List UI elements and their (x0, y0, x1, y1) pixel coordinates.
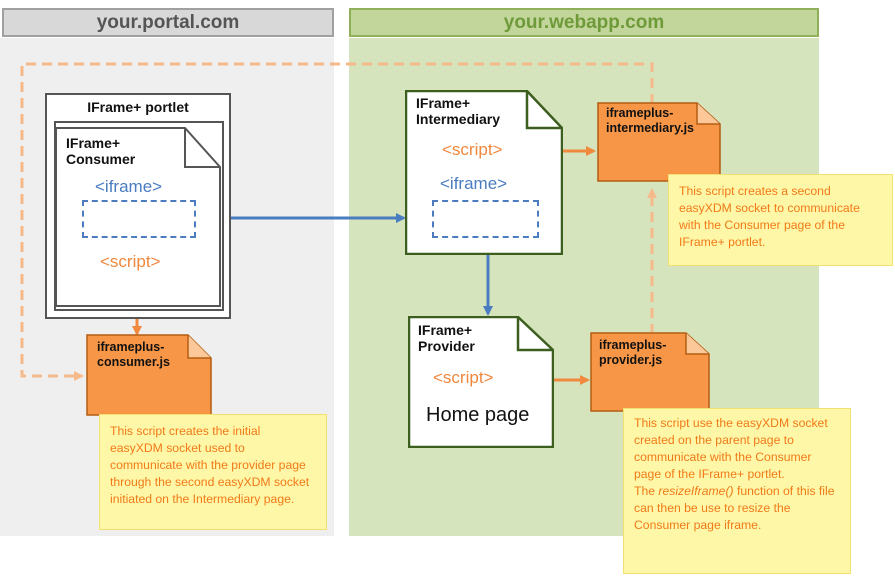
intermediary-iframe-tag: <iframe> (440, 174, 508, 193)
intermediary-script-tag: <script> (442, 140, 503, 159)
consumer-js-shape (86, 334, 212, 416)
intermediary-js-label: iframeplus- intermediary.js (606, 106, 695, 135)
consumer-doc-shape (55, 127, 221, 307)
intermediary-note: This script creates a second easyXDM soc… (668, 174, 893, 266)
intermediary-js-shape (597, 102, 721, 182)
provider-home-label: Home page (426, 404, 530, 426)
intermediary-doc-shape (405, 90, 563, 255)
resize-iframe-fn: resizeIframe() (658, 484, 734, 498)
provider-doc-shape (408, 316, 554, 448)
portal-title: your.portal.com (96, 12, 240, 33)
dashed-loop-connector (20, 62, 654, 381)
webapp-header: your.webapp.com (349, 8, 819, 37)
intermediary-iframe-placeholder (432, 200, 539, 238)
consumer-iframe-tag: <iframe> (95, 177, 163, 196)
portlet-title: IFrame+ portlet (87, 99, 189, 115)
provider-js-shape (590, 332, 710, 412)
consumer-script-tag: <script> (100, 252, 161, 271)
consumer-note: This script creates the initial easyXDM … (99, 414, 327, 530)
provider-title: IFrame+ Provider (418, 322, 475, 354)
webapp-title: your.webapp.com (503, 12, 665, 33)
intermediary-title: IFrame+ Intermediary (416, 95, 501, 127)
consumer-js-label: iframeplus- consumer.js (97, 340, 170, 369)
portal-header: your.portal.com (2, 8, 334, 37)
consumer-title: IFrame+ Consumer (66, 135, 136, 167)
consumer-iframe-placeholder (82, 200, 196, 238)
provider-script-tag: <script> (433, 368, 494, 387)
provider-note: This script use the easyXDM socket creat… (623, 408, 851, 574)
provider-js-label: iframeplus- provider.js (599, 338, 667, 367)
